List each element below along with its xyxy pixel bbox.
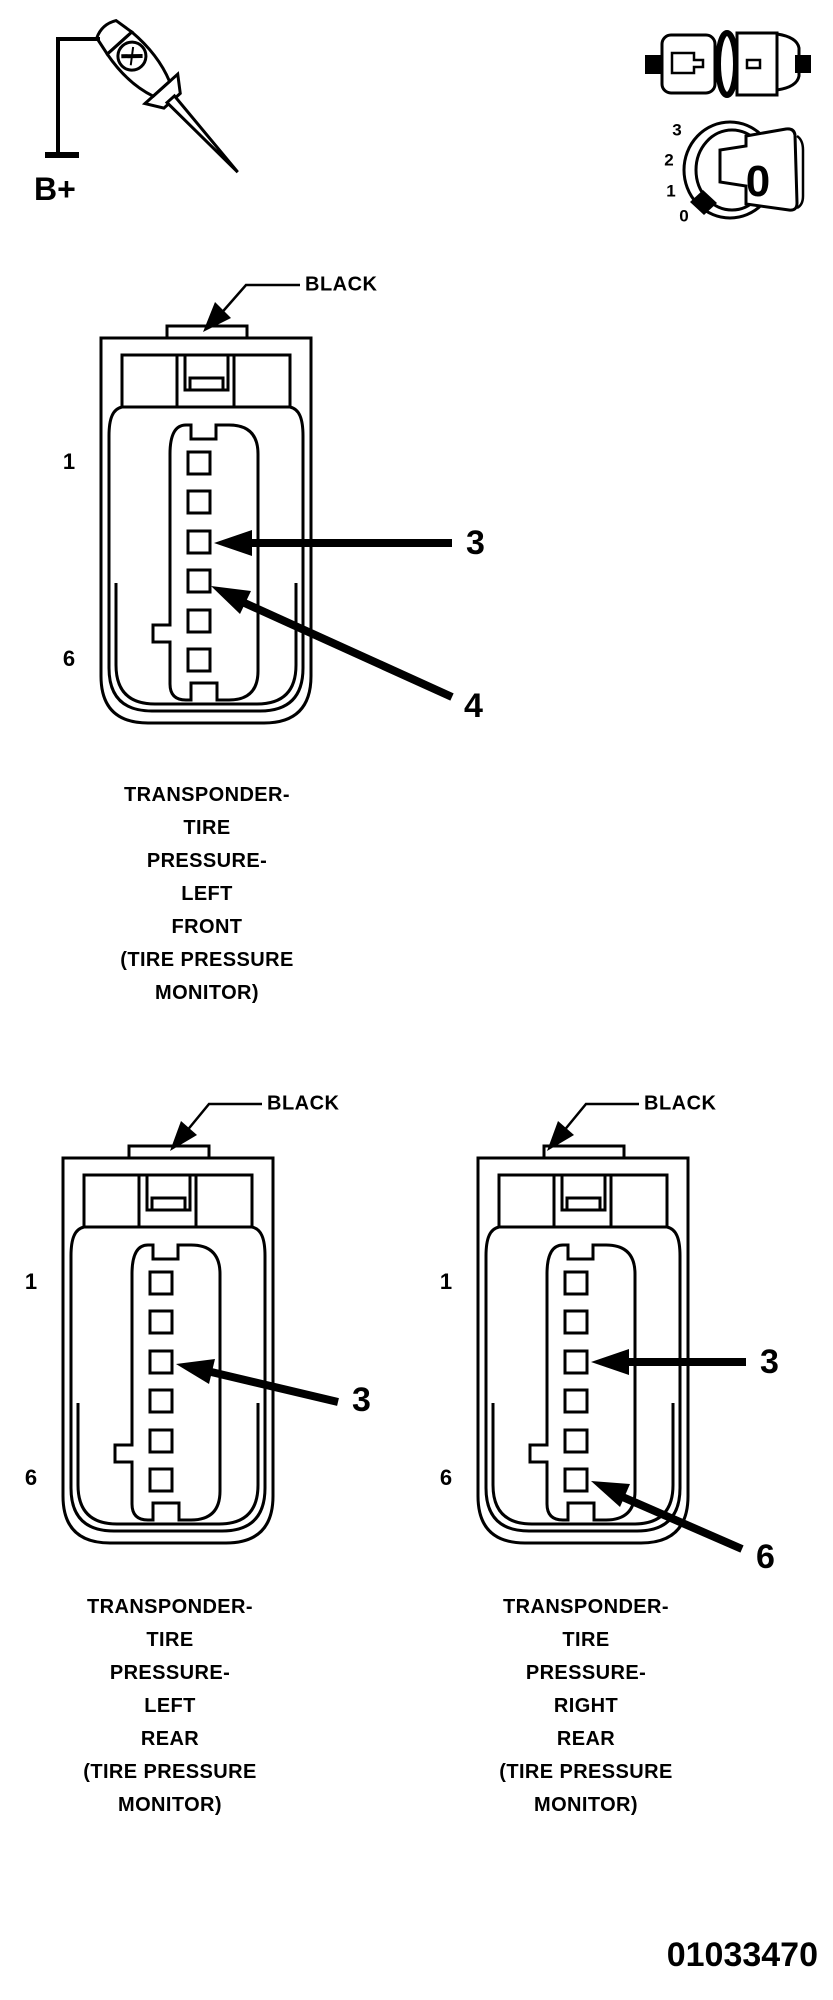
callout-6-shaft [616,1491,744,1553]
pin-1-label: 1 [25,1269,37,1294]
pin-6-label: 6 [25,1465,37,1490]
black-leader-line [217,283,300,318]
black-leader-arrowhead [170,1121,197,1151]
probe-screw-cross [129,46,135,66]
wire-color-label: BLACK [644,1092,717,1114]
dial-key-plate-edge [796,134,805,210]
caption-line: FRONT [172,916,243,938]
caption-line: PRESSURE- [110,1662,230,1684]
callout-4-arrowhead [211,586,251,614]
caption-left-front: TRANSPONDER- TIRE PRESSURE- LEFT FRONT (… [120,784,293,1004]
connector-face [61,1156,275,1545]
connector-figure-right-rear: BLACK 1 6 3 6 TRANSPONDER- TIRE PRESSURE… [440,1092,779,1816]
female-connector-cap [775,32,801,92]
female-connector-keyway [745,58,762,70]
dial-scale-3: 3 [672,120,681,139]
dial-scale-2: 2 [664,150,673,169]
callout-3-label: 3 [760,1343,779,1381]
callout-4-label: 4 [464,687,483,725]
caption-line: MONITOR) [155,982,259,1004]
caption-right-rear: TRANSPONDER- TIRE PRESSURE- RIGHT REAR (… [499,1596,672,1816]
caption-line: RIGHT [554,1695,618,1717]
connector-face [476,1156,690,1545]
dial-scale-1: 1 [666,181,675,200]
pin-6-label: 6 [63,646,75,671]
dial-scale-0: 0 [679,206,688,225]
female-connector-body [735,31,779,97]
probe-icon [95,18,239,174]
connector-figure-left-rear: BLACK 1 6 3 TRANSPONDER- TIRE PRESSURE- … [25,1092,371,1816]
caption-line: REAR [557,1728,615,1750]
caption-line: TIRE [562,1629,609,1651]
caption-line: PRESSURE- [526,1662,646,1684]
callout-3-label: 3 [352,1381,371,1419]
dial-pointer-diamond [690,190,717,215]
probe-screw [116,40,148,72]
probe-wire [56,37,100,154]
probe-collar [141,71,182,110]
caption-line: TIRE [146,1629,193,1651]
caption-line: TIRE [183,817,230,839]
caption-line: REAR [141,1728,199,1750]
callout-3-arrowhead [591,1349,629,1375]
caption-line: MONITOR) [534,1794,638,1816]
pin-6-label: 6 [440,1465,452,1490]
callout-3-label: 3 [466,524,485,562]
caption-line: TRANSPONDER- [124,784,290,806]
connector-seal-ring [715,30,739,98]
connector-face [99,336,313,725]
caption-line: TRANSPONDER- [87,1596,253,1618]
diagram-id-number: 01033470 [667,1936,818,1974]
callout-6-label: 6 [756,1538,775,1576]
caption-line: LEFT [144,1695,196,1717]
pin-1-label: 1 [440,1269,452,1294]
caption-line: (TIRE PRESSURE [83,1761,256,1783]
rotary-dial-legend: 0 3 2 1 0 [664,120,805,225]
connector-figure-left-front: BLACK 1 6 3 4 TRANSPONDER- TIRE PRESSURE… [63,273,485,1004]
male-connector-slot [670,51,705,75]
caption-line: LEFT [181,883,233,905]
callout-3-arrowhead [176,1359,215,1384]
black-leader-line [180,1102,262,1139]
connector-wire-stub-left [645,55,663,74]
wire-color-label: BLACK [267,1092,340,1114]
wire-tab [542,1144,626,1160]
callout-6-arrowhead [591,1481,630,1507]
callout-3-shaft [206,1367,339,1406]
callout-3-arrowhead [214,530,252,556]
pin-1-label: 1 [63,449,75,474]
probe-needle [164,93,239,174]
caption-line: (TIRE PRESSURE [120,949,293,971]
wire-color-label: BLACK [305,273,378,295]
caption-line: PRESSURE- [147,850,267,872]
black-leader-line [557,1102,639,1139]
harness-connector-legend [645,30,811,98]
dial-window-value: 0 [746,157,770,206]
male-connector-body [660,33,717,95]
caption-left-rear: TRANSPONDER- TIRE PRESSURE- LEFT REAR (T… [83,1596,256,1816]
connector-wire-stub-right [795,55,811,73]
caption-line: (TIRE PRESSURE [499,1761,672,1783]
black-leader-arrowhead [547,1121,574,1151]
caption-line: TRANSPONDER- [503,1596,669,1618]
caption-line: MONITOR) [118,1794,222,1816]
wire-tab [127,1144,211,1160]
callout-4-shaft [236,596,454,701]
dial-key-plate [718,127,799,212]
b-plus-label: B+ [34,171,76,207]
probe-head [95,18,135,57]
test-probe-legend: B+ [34,18,239,207]
black-leader-arrowhead [203,302,231,332]
